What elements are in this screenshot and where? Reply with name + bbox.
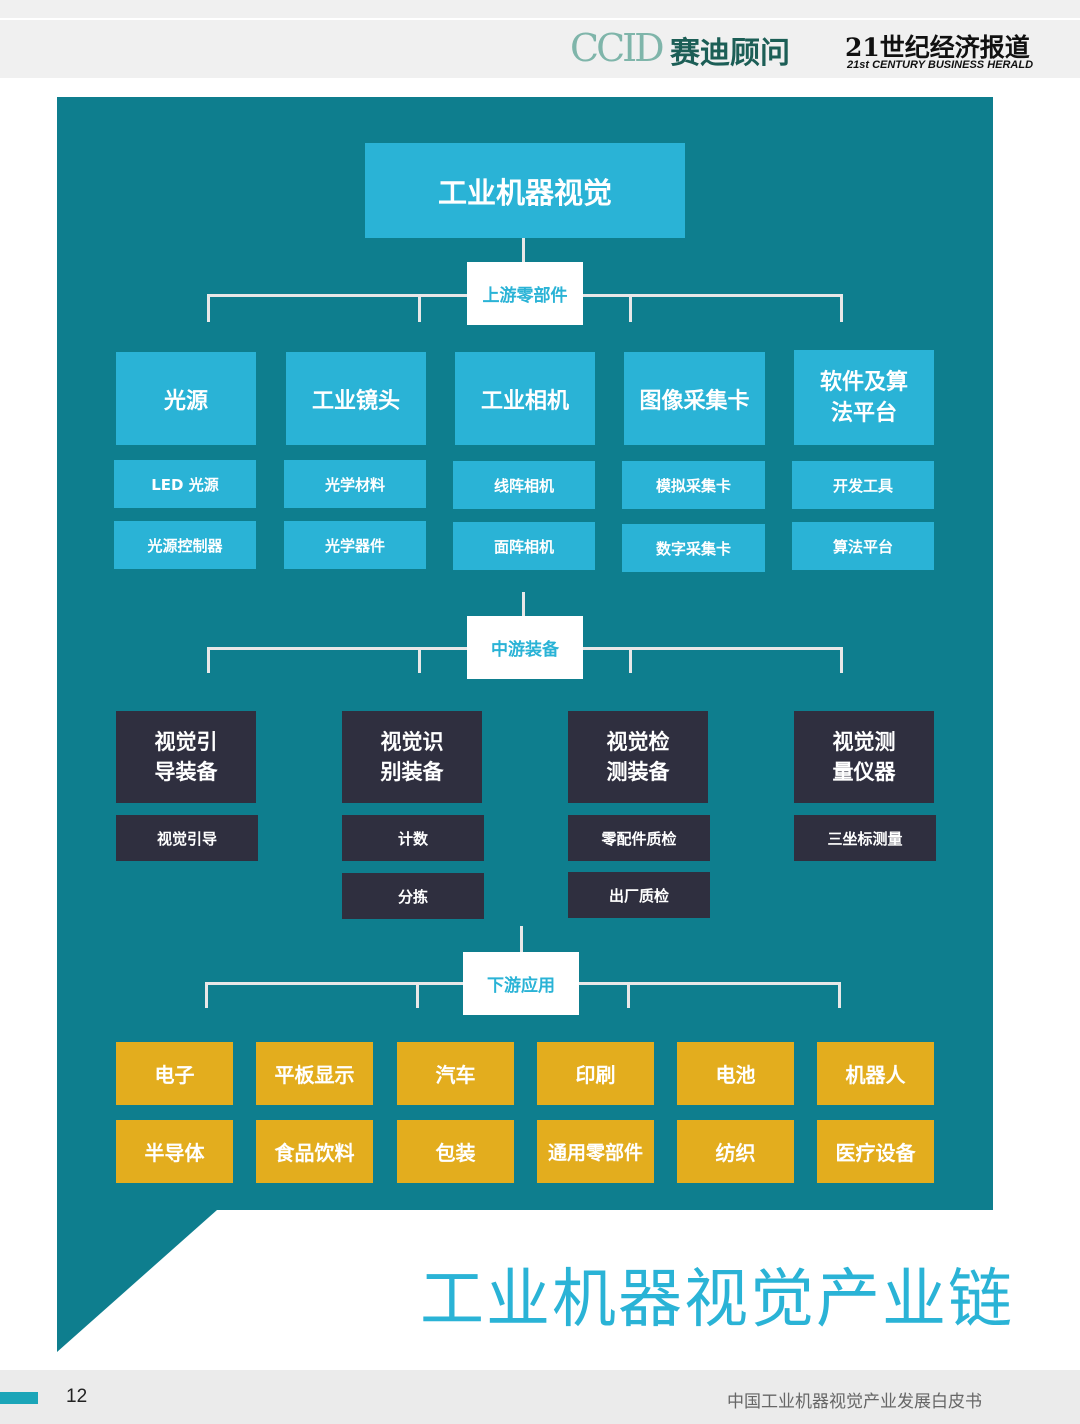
- connector: [840, 647, 843, 673]
- connector: [520, 926, 523, 952]
- herald-logo-cn: 21世纪经济报道: [845, 33, 1030, 62]
- midstream-item: 三坐标测量: [794, 815, 936, 861]
- page-title: 工业机器视觉产业链: [420, 1263, 1014, 1337]
- downstream-item: 医疗设备: [817, 1120, 934, 1183]
- midstream-item: 计数: [342, 815, 484, 861]
- upstream-item: 开发工具: [792, 461, 934, 509]
- document-title: 中国工业机器视觉产业发展白皮书: [727, 1392, 982, 1412]
- connector: [838, 982, 841, 1008]
- midstream-item: 分拣: [342, 873, 484, 919]
- upstream-group-title: 软件及算法平台: [794, 350, 934, 445]
- midstream-group-title: 视觉识别装备: [342, 711, 482, 803]
- upstream-item: 光源控制器: [114, 521, 256, 569]
- upstream-item: 光学材料: [284, 460, 426, 508]
- midstream-group-title-text: 视觉检测装备: [606, 730, 670, 784]
- upstream-group-title: 图像采集卡: [624, 352, 765, 445]
- ccid-name: 赛迪顾问: [670, 36, 790, 71]
- upstream-label: 上游零部件: [467, 262, 583, 325]
- upstream-group-title: 工业镜头: [286, 352, 426, 445]
- connector: [522, 592, 525, 616]
- header-divider: [0, 18, 1080, 20]
- downstream-item: 包装: [397, 1120, 514, 1183]
- page-number: 12: [66, 1386, 88, 1407]
- midstream-label: 中游装备: [467, 616, 583, 679]
- footer-accent-bar: [0, 1392, 38, 1404]
- upstream-group-title-text: 软件及算法平台: [819, 369, 908, 426]
- connector: [629, 294, 632, 322]
- page-footer: [0, 1370, 1080, 1424]
- downstream-item: 纺织: [677, 1120, 794, 1183]
- upstream-item: 面阵相机: [453, 522, 595, 570]
- connector: [418, 647, 421, 673]
- downstream-item: 机器人: [817, 1042, 934, 1105]
- midstream-group-title: 视觉引导装备: [116, 711, 256, 803]
- midstream-item: 零配件质检: [568, 815, 710, 861]
- connector: [840, 294, 843, 322]
- upstream-item: 数字采集卡: [622, 524, 765, 572]
- herald-logo-en: 21st CENTURY BUSINESS HERALD: [847, 59, 1034, 71]
- upstream-item: 光学器件: [284, 521, 426, 569]
- connector: [207, 647, 210, 673]
- midstream-group-title-text: 视觉引导装备: [154, 730, 218, 784]
- downstream-item: 半导体: [116, 1120, 233, 1183]
- upstream-item: 模拟采集卡: [622, 461, 765, 509]
- connector: [522, 238, 525, 262]
- downstream-item: 印刷: [537, 1042, 654, 1105]
- page-header: [0, 0, 1080, 78]
- downstream-item: 电子: [116, 1042, 233, 1105]
- ccid-logo: CCID: [570, 26, 665, 70]
- connector: [205, 982, 208, 1008]
- downstream-label: 下游应用: [463, 952, 579, 1015]
- upstream-item: 线阵相机: [453, 461, 595, 509]
- midstream-item: 视觉引导: [116, 815, 258, 861]
- downstream-item: 通用零部件: [537, 1120, 654, 1183]
- midstream-group-title: 视觉检测装备: [568, 711, 708, 803]
- connector: [418, 294, 421, 322]
- upstream-group-title: 工业相机: [455, 352, 595, 445]
- connector: [629, 647, 632, 673]
- connector: [627, 982, 630, 1008]
- midstream-group-title-text: 视觉测量仪器: [832, 730, 896, 784]
- midstream-group-title-text: 视觉识别装备: [380, 730, 444, 784]
- downstream-item: 电池: [677, 1042, 794, 1105]
- midstream-item: 出厂质检: [568, 872, 710, 918]
- upstream-item: LED 光源: [114, 460, 256, 508]
- upstream-group-title: 光源: [116, 352, 256, 445]
- midstream-group-title: 视觉测量仪器: [794, 711, 934, 803]
- upstream-item: 算法平台: [792, 522, 934, 570]
- root-node: 工业机器视觉: [365, 143, 685, 238]
- connector: [416, 982, 419, 1008]
- connector: [207, 294, 210, 322]
- downstream-item: 平板显示: [256, 1042, 373, 1105]
- downstream-item: 食品饮料: [256, 1120, 373, 1183]
- downstream-item: 汽车: [397, 1042, 514, 1105]
